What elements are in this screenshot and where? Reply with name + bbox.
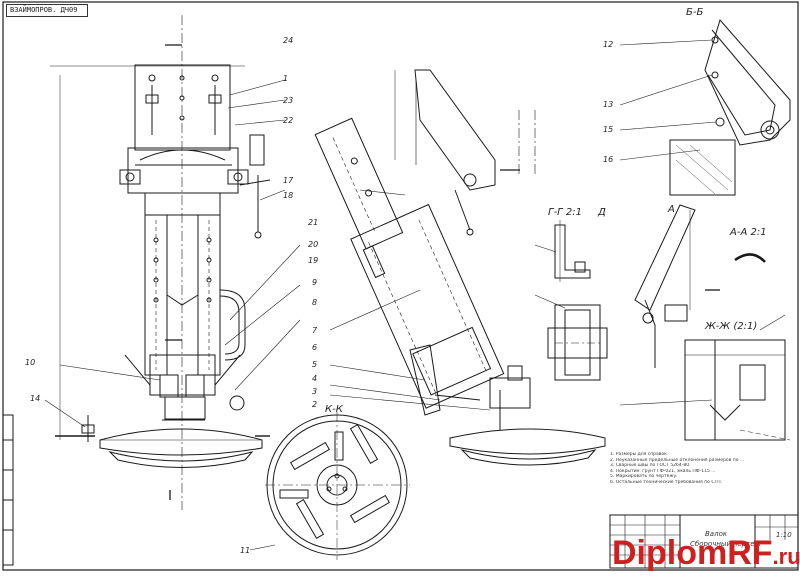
callout-8: 8	[312, 298, 318, 307]
callout-1: 1	[283, 74, 289, 83]
disc-plan-view	[249, 412, 410, 560]
callout-18: 18	[283, 191, 294, 200]
callout-13: 13	[603, 100, 614, 109]
detail-lever	[634, 204, 766, 368]
callout-19: 19	[308, 256, 319, 265]
section-label-bb: Б-Б	[686, 7, 704, 18]
watermark-main: DiplomRF	[612, 534, 773, 572]
watermark-tld: .ru	[772, 544, 800, 569]
callout-11: 11	[240, 546, 251, 555]
front-view	[44, 15, 301, 510]
left-binding-strip	[2, 414, 14, 566]
note-line: 2. Неуказанные предельные отклонения раз…	[610, 457, 745, 463]
technical-notes: 1. Размеры для справок. 2. Неуказанные п…	[610, 452, 790, 485]
section-label-gg: Г-Г 2:1	[548, 207, 583, 218]
callout-17: 17	[283, 176, 294, 185]
callout-14: 14	[30, 394, 41, 403]
callout-7: 7	[312, 326, 318, 335]
side-view-upper	[329, 69, 606, 466]
note-line: 5. Маркировать по чертежу.	[610, 474, 678, 479]
callout-23: 23	[283, 96, 294, 105]
section-label-a: А	[668, 204, 675, 215]
detail-bb	[619, 18, 791, 196]
detail-bracket	[619, 314, 791, 441]
callout-21: 21	[308, 218, 319, 227]
callout-22: 22	[283, 116, 294, 125]
section-label-kk: К-К	[325, 404, 343, 415]
document-stamp: ВЗАЙМОПРОВ. ДЧ09	[6, 4, 88, 17]
section-label-zh: Ж-Ж (2:1)	[705, 321, 758, 332]
callout-24: 24	[283, 36, 294, 45]
callout-6: 6	[312, 343, 318, 352]
callout-9: 9	[312, 278, 318, 287]
callout-4: 4	[312, 374, 318, 383]
section-label-a2: А-А 2:1	[730, 227, 767, 238]
callout-12: 12	[603, 40, 614, 49]
note-line: 1. Размеры для справок.	[610, 452, 669, 457]
side-view	[314, 117, 505, 409]
callout-2: 2	[312, 400, 318, 409]
callout-16: 16	[603, 155, 614, 164]
diplomrf-watermark: DiplomRF.ru	[612, 533, 800, 573]
note-line: 4. Покрытие: грунт ГФ-021, эмаль ПФ-115 …	[610, 468, 716, 474]
callout-10: 10	[25, 358, 36, 367]
note-line: 3. Сварные швы по ГОСТ 5264-80.	[610, 463, 691, 468]
title-block	[609, 514, 799, 569]
callout-3: 3	[312, 387, 318, 396]
section-label-d: Д	[598, 207, 606, 218]
note-line: 6. Остальные технические требования по С…	[610, 479, 723, 485]
detail-d	[534, 294, 608, 381]
title-block-subtitle: Сборочный чертеж	[690, 540, 761, 548]
detail-gg	[534, 220, 591, 282]
title-block-title: Валок	[705, 530, 728, 538]
title-block-scale: 1:10	[776, 531, 792, 539]
callout-15: 15	[603, 125, 614, 134]
callout-20: 20	[308, 240, 319, 249]
callout-5: 5	[312, 360, 318, 369]
